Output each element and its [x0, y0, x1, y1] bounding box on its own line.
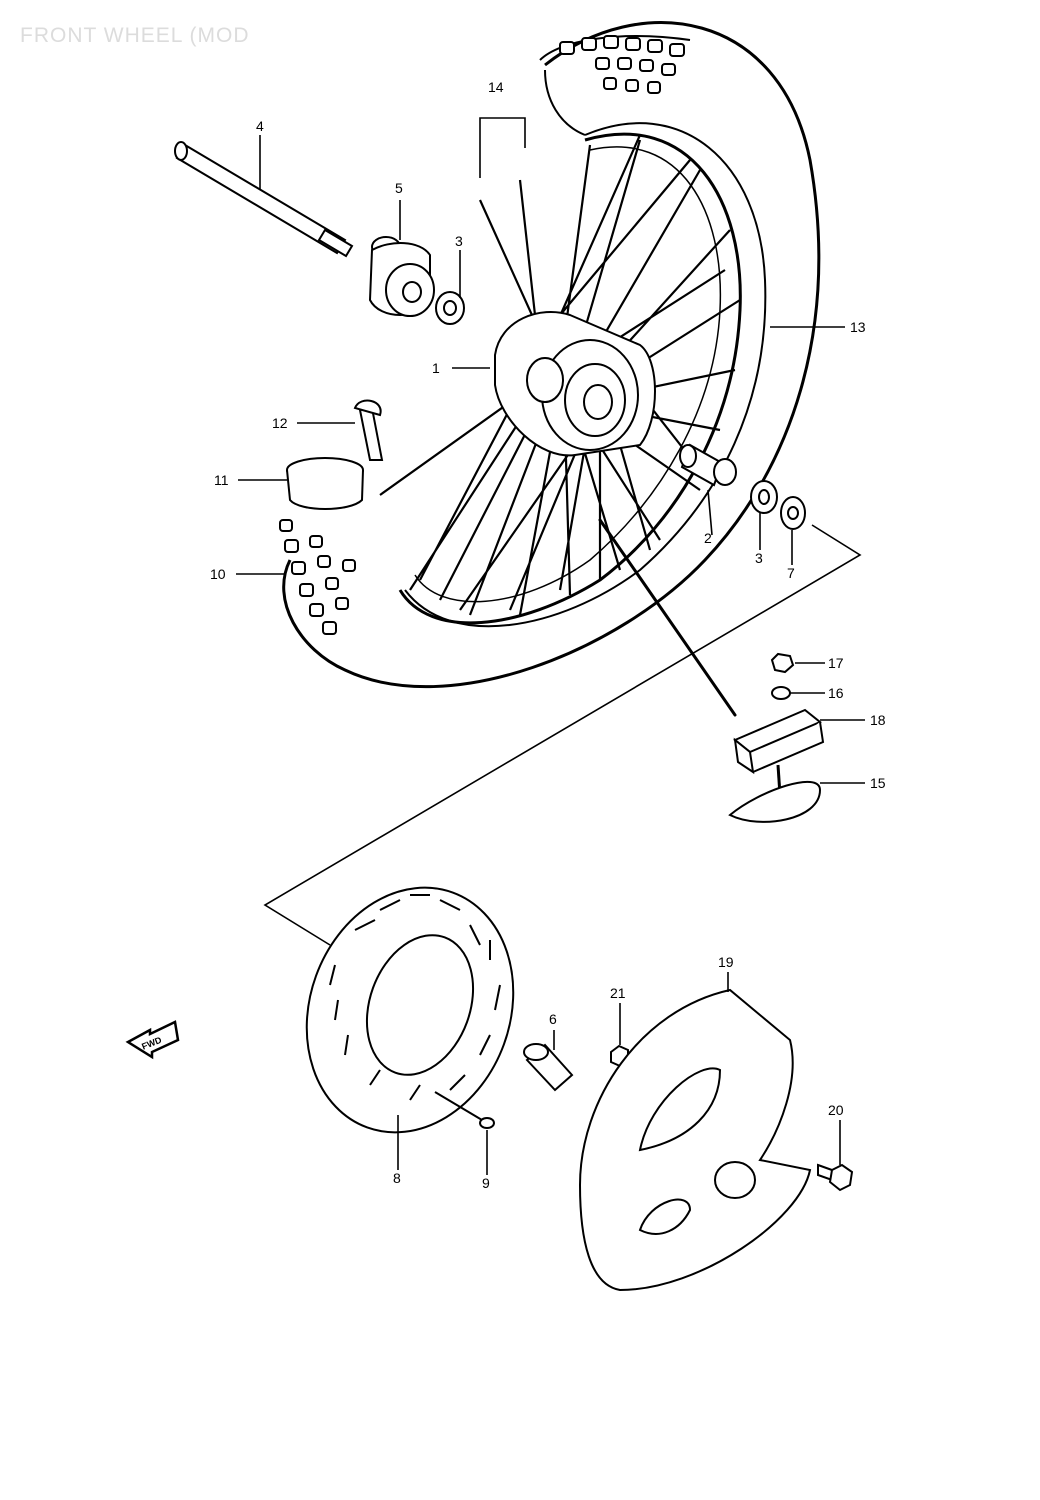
callout-2: 2 [704, 530, 712, 546]
page-title: FRONT WHEEL (MOD [20, 24, 250, 47]
callout-15: 15 [870, 775, 886, 791]
callout-1: 1 [432, 360, 440, 376]
rim-drawing [398, 132, 742, 625]
spacer-drawing [679, 443, 737, 487]
spokes-drawing [379, 134, 741, 616]
callout-9: 9 [482, 1175, 490, 1191]
assembly-lines [263, 524, 862, 946]
fwd-arrow-icon: FWD [125, 1020, 180, 1060]
callout-16: 16 [828, 685, 844, 701]
callout-3-right: 3 [755, 550, 763, 566]
callout-labels: 1 2 3 3 4 5 6 7 8 9 10 11 12 13 14 15 16… [210, 79, 886, 1191]
tire-drawing [279, 21, 821, 689]
callout-4: 4 [256, 118, 264, 134]
callout-8: 8 [393, 1170, 401, 1186]
tube-valve-drawing [286, 399, 384, 510]
callout-19: 19 [718, 954, 734, 970]
callout-12: 12 [272, 415, 288, 431]
seal-top-drawing [435, 291, 465, 325]
brake-disc-drawing [305, 886, 515, 1134]
callout-5: 5 [395, 180, 403, 196]
callout-6: 6 [549, 1011, 557, 1027]
leader-lines [236, 117, 865, 1175]
callout-18: 18 [870, 712, 886, 728]
bolt-20-drawing [817, 1163, 854, 1192]
callout-21: 21 [610, 985, 626, 1001]
callout-3-top: 3 [455, 233, 463, 249]
collar-drawing [368, 236, 435, 317]
disc-cover-drawing [578, 988, 812, 1292]
callout-11: 11 [214, 472, 229, 488]
callout-20: 20 [828, 1102, 844, 1118]
callout-7: 7 [787, 565, 795, 581]
callout-13: 13 [850, 319, 866, 335]
seal-right-drawing [750, 480, 806, 530]
rim-lock-drawing [728, 652, 825, 823]
axle-drawing [174, 141, 354, 258]
spacer-6-drawing [523, 1043, 574, 1092]
callout-14: 14 [488, 79, 504, 95]
screw-9-drawing [434, 1091, 495, 1129]
spoke-long-drawing [598, 518, 737, 717]
callout-17: 17 [828, 655, 844, 671]
hub-drawing [494, 310, 656, 457]
callout-10: 10 [210, 566, 226, 582]
